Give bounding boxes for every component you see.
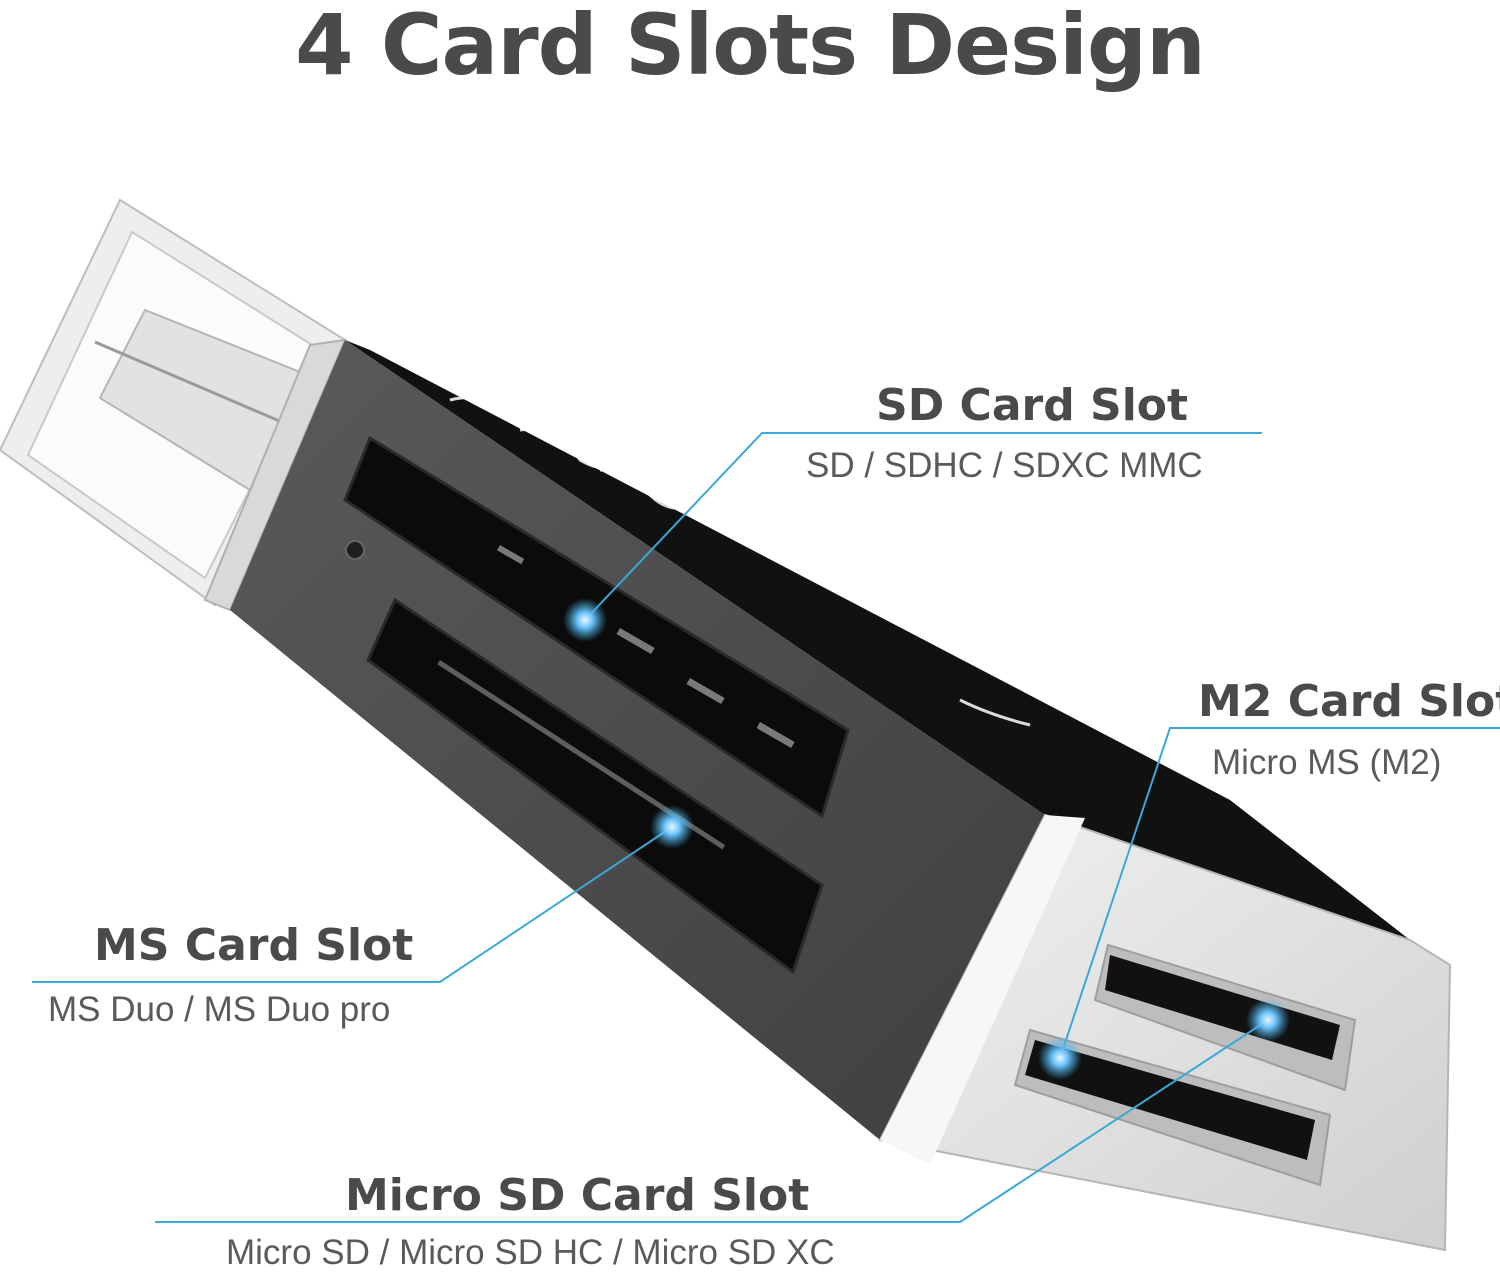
sd-dot (563, 598, 607, 642)
sd-slot-subtitle: SD / SDHC / SDXC MMC (806, 446, 1203, 485)
microsd-slot (1025, 1040, 1315, 1160)
reader-end-cap (878, 813, 1452, 1252)
reader-top-face (345, 340, 1410, 940)
microsd-slot-subtitle: Micro SD / Micro SD HC / Micro SD XC (226, 1233, 835, 1272)
microsd-slot-title: Micro SD Card Slot (345, 1170, 810, 1221)
ms-callout-line (32, 826, 673, 983)
ms-slot-subtitle: MS Duo / MS Duo pro (48, 990, 391, 1029)
ms-dot (650, 805, 694, 849)
microsd-dot (1246, 998, 1290, 1042)
led-indicator (345, 540, 365, 560)
callout-dots (563, 598, 1290, 1080)
microsd-callout-line (155, 1019, 1269, 1223)
m2-callout-line (1059, 727, 1500, 1059)
sd-slot-title: SD Card Slot (876, 380, 1189, 431)
m2-dot (1038, 1036, 1082, 1080)
page-title: 4 Card Slots Design (295, 0, 1206, 94)
m2-slot-subtitle: Micro MS (M2) (1212, 743, 1442, 782)
sd-callout-line (584, 432, 1262, 621)
ms-slot-title: MS Card Slot (94, 920, 414, 971)
m2-slot-title: M2 Card Slot (1198, 676, 1500, 727)
ms-slot (366, 597, 824, 975)
callout-lines (32, 432, 1500, 1223)
